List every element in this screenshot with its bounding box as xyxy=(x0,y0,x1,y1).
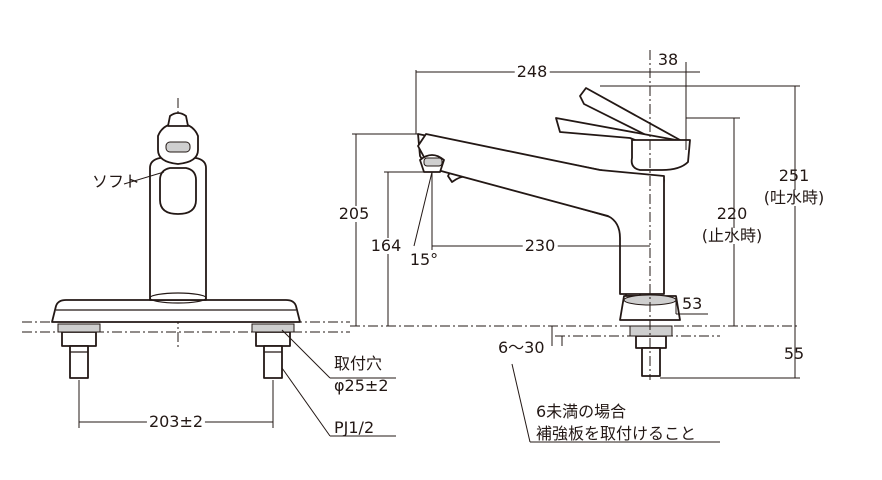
right-washer xyxy=(251,323,295,333)
label-dim-220-note: (止水時) xyxy=(699,226,765,245)
angle-slant xyxy=(413,171,433,247)
spray-face xyxy=(423,157,443,167)
side-body-main xyxy=(417,133,665,295)
label-dim-248: 248 xyxy=(514,62,550,81)
label-soft: ソフト xyxy=(92,172,141,191)
label-dim-6-30: 6～30 xyxy=(498,338,545,357)
label-dim-38: 38 xyxy=(657,50,679,69)
right-shank xyxy=(263,345,283,379)
label-dim-53: 53 xyxy=(682,294,703,313)
left-washer xyxy=(57,323,101,333)
left-nut xyxy=(61,331,97,347)
label-mount-pitch: 203±2 xyxy=(146,412,206,431)
handle-joint xyxy=(630,139,691,171)
handle-grip-top xyxy=(167,112,189,127)
label-dim-55: 55 xyxy=(783,344,805,363)
right-nut xyxy=(255,331,291,347)
note-leader xyxy=(511,363,531,443)
label-note-line2: 補強板を取付けること xyxy=(536,424,697,443)
left-shank xyxy=(69,345,89,379)
soft-nozzle-mark xyxy=(165,141,191,153)
side-shank xyxy=(641,347,661,377)
label-note-line1: 6未満の場合 xyxy=(536,402,627,421)
label-hole-line1: 取付穴 xyxy=(334,354,383,373)
label-pipe-thread: PJ1/2 xyxy=(334,418,375,437)
label-dim-251-note: (吐水時) xyxy=(761,188,827,207)
label-dim-angle: 15° xyxy=(409,250,439,269)
base-plate xyxy=(51,299,301,323)
side-view xyxy=(350,50,800,443)
front-view xyxy=(22,98,396,437)
label-hole-line2: φ25±2 xyxy=(334,376,389,395)
side-washer xyxy=(629,325,673,337)
side-nut xyxy=(635,335,667,349)
body-bottom-ring xyxy=(149,292,207,304)
label-dim-205: 205 xyxy=(336,204,372,223)
label-dim-230: 230 xyxy=(522,236,558,255)
label-dim-164: 164 xyxy=(368,236,404,255)
label-dim-251: 251 xyxy=(778,166,810,185)
label-dim-220: 220 xyxy=(716,204,748,223)
spray-outlet xyxy=(159,167,197,215)
hole-leader xyxy=(281,329,331,379)
thread-leader xyxy=(281,367,331,437)
soft-leader xyxy=(123,171,165,185)
